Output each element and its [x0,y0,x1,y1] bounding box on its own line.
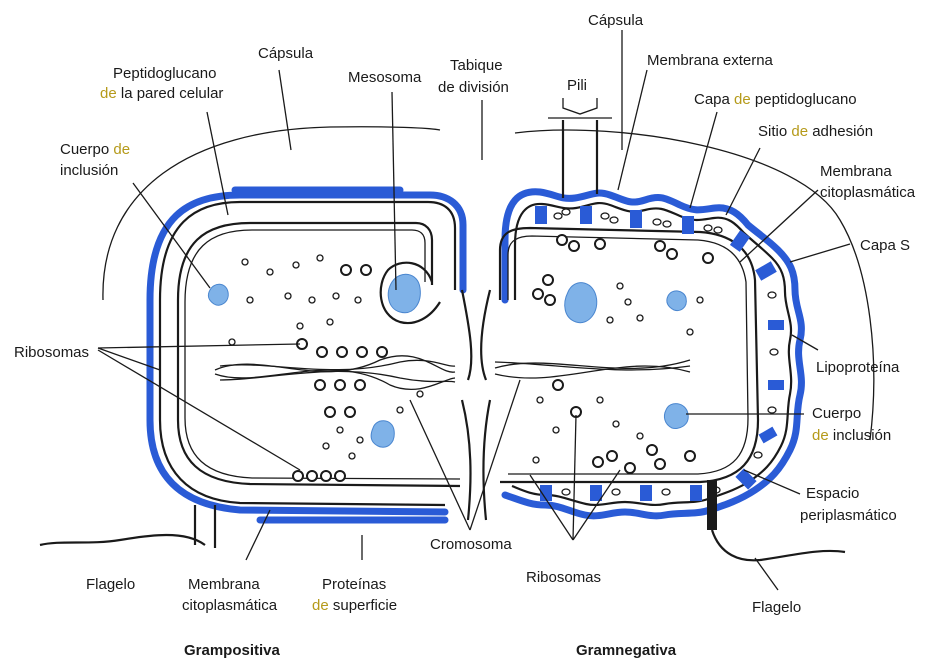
left-flagellum [40,535,205,545]
label-membrana-externa: Membrana externa [647,52,774,69]
division-septum [462,290,490,520]
label-peptidoglucano-2: de la pared celular [100,85,223,102]
right-membrane-inner [508,236,748,474]
ribosomes-right [533,235,713,473]
right-inclusion-1 [565,283,597,323]
label-tabique-1: Tabique [450,57,503,74]
label-flagelo-left: Flagelo [86,576,135,593]
left-cell-wall-outer [150,195,463,512]
label-cuerpo-right-2: de inclusión [812,427,891,444]
label-proteinas: Proteínas [322,576,386,593]
label-cuerpo-left: Cuerpo de [60,141,130,158]
right-membrane-outer [500,228,758,482]
label-cuerpo-right: Cuerpo [812,405,861,422]
label-membrana-left-2: citoplasmática [182,597,278,614]
left-inclusion-1 [208,284,228,305]
label-capa-s: Capa S [860,237,910,254]
label-membrana-left: Membrana [188,576,260,593]
label-espacio: Espacio [806,485,859,502]
label-ribosomas-right: Ribosomas [526,569,601,586]
label-sitio-adhesion: Sitio de adhesión [758,123,873,140]
label-capa-peptidoglucano: Capa de peptidoglucano [694,91,857,108]
right-inclusion-3 [664,404,688,429]
label-membrana-right-2: citoplasmática [820,184,916,201]
label-flagelo-right: Flagelo [752,599,801,616]
label-membrana-right: Membrana [820,163,892,180]
gram-positive-cell [103,127,463,520]
title-gramnegativa: Gramnegativa [576,642,677,659]
title-grampositiva: Grampositiva [184,642,281,659]
right-flagellum [712,530,845,560]
label-mesosoma: Mesosoma [348,69,422,86]
left-inclusion-2 [371,421,394,447]
label-capsula-right: Cápsula [588,12,644,29]
label-lipoproteina: Lipoproteína [816,359,900,376]
label-capsula-left: Cápsula [258,45,314,62]
right-inclusion-2 [667,291,686,311]
label-pili: Pili [567,77,587,94]
label-ribosomas-left: Ribosomas [14,344,89,361]
left-cell-wall [160,202,455,505]
label-cuerpo-left-2: inclusión [60,162,118,179]
chromosome-right [495,360,690,378]
label-cromosoma: Cromosoma [430,536,512,553]
label-tabique-2: de división [438,79,509,96]
label-peptidoglucano: Peptidoglucano [113,65,216,82]
label-proteinas-2: de superficie [312,597,397,614]
label-espacio-2: periplasmático [800,507,897,524]
mesosoma-blob [388,274,420,312]
pili [563,120,597,198]
